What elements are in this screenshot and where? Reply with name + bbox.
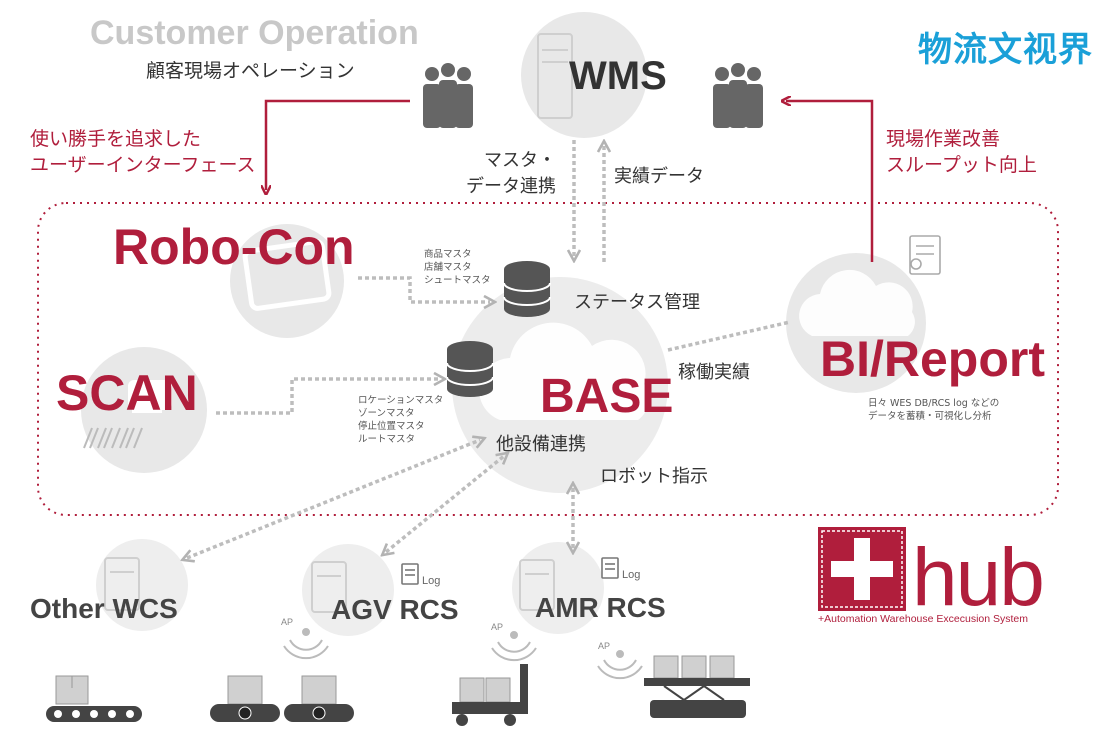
store-master: 店舗マスタ [424, 262, 472, 273]
agv-robot-icon [284, 675, 354, 722]
log-icon [401, 563, 419, 585]
throughput-arrow [786, 101, 874, 262]
customer-operation-subtitle: 顧客現場オペレーション [146, 60, 355, 82]
robot-instruction-label: ロボット指示 [600, 466, 708, 487]
scan-link [216, 379, 440, 415]
hub-logo-subtitle: +Automation Warehouse Excecusion System [818, 613, 1029, 625]
wifi-icon [491, 631, 537, 662]
hub-logo-word: hub [912, 532, 1045, 623]
base-boundary [37, 202, 1059, 516]
master-data-line2: データ連携 [466, 176, 556, 197]
throughput-label-line1: 現場作業改善 [886, 128, 1001, 150]
stop-position-master: 停止位置マスタ [358, 421, 425, 432]
equipment-link-label: 他設備連携 [496, 434, 586, 455]
customer-operation-title: Customer Operation [90, 14, 419, 52]
robocon-masters: 商品マスタ 店舗マスタ シュートマスタ [424, 248, 491, 287]
bi-report-label: BI/Report [820, 331, 1045, 387]
barcode-icon [83, 427, 143, 449]
agv-rcs-label: AGV RCS [331, 594, 459, 625]
agv-robot-icon [210, 675, 280, 722]
bi-link [667, 320, 791, 352]
product-master: 商品マスタ [424, 249, 472, 260]
cloud-icon [799, 269, 915, 336]
ui-arrow [266, 99, 410, 190]
server-icon [519, 559, 555, 611]
scanner-icon [128, 380, 172, 413]
conveyor-icon [46, 675, 142, 722]
ui-label: 使い勝手を追求した ユーザーインターフェース [30, 126, 256, 178]
throughput-label: 現場作業改善 スループット向上 [886, 126, 1037, 178]
brand-logo: 物流文视界 [918, 30, 1093, 70]
log-icon [601, 557, 619, 579]
ui-label-line1: 使い勝手を追求した [30, 128, 202, 150]
scan-masters: ロケーションマスタ ゾーンマスタ 停止位置マスタ ルートマスタ [358, 394, 443, 446]
database-icon [503, 261, 551, 317]
wifi-icon [283, 628, 329, 660]
cloud-icon [479, 322, 649, 420]
wms-label: WMS [569, 54, 667, 98]
bi-report-desc: 日々 WES DB/RCS log などの データを蓄積・可視化し分析 [868, 397, 999, 423]
amr-ap-label-2: AP [598, 641, 611, 651]
master-data-label: マスタ・ データ連携 [466, 148, 556, 200]
amr-cart-icon [452, 664, 528, 726]
base-label: BASE [540, 370, 674, 423]
results-data-label: 実績データ [614, 166, 704, 187]
master-data-line1: マスタ・ [484, 150, 556, 171]
amr-ap-label-1: AP [491, 622, 504, 632]
people-icon [423, 63, 473, 128]
amr-shelf-icon [644, 655, 750, 718]
bi-desc-line2: データを蓄積・可視化し分析 [868, 411, 992, 422]
agv-link [386, 456, 504, 552]
status-mgmt-label: ステータス管理 [574, 292, 700, 313]
amr-log-label: Log [622, 569, 641, 581]
ui-label-line2: ユーザーインターフェース [30, 154, 256, 176]
agv-log-label: Log [422, 575, 441, 587]
zone-master: ゾーンマスタ [358, 408, 415, 419]
location-master: ロケーションマスタ [358, 395, 444, 406]
amr-rcs-label: AMR RCS [535, 592, 666, 623]
wms-circle [521, 12, 647, 138]
hub-logo-mark [818, 527, 906, 611]
route-master: ルートマスタ [358, 434, 416, 445]
tablet-icon [242, 239, 332, 311]
server-icon [104, 557, 140, 611]
other-wcs-link [187, 440, 480, 558]
agv-ap-label: AP [281, 617, 294, 627]
robocon-link [358, 276, 490, 302]
throughput-label-line2: スループット向上 [886, 154, 1037, 176]
robocon-label: Robo-Con [113, 219, 355, 275]
other-wcs-label: Other WCS [30, 593, 178, 624]
report-icon [909, 235, 941, 275]
people-icon [713, 63, 763, 128]
wifi-icon [597, 650, 643, 680]
chute-master: シュートマスタ [424, 275, 491, 286]
database-icon [446, 341, 494, 397]
operation-results-label: 稼働実績 [678, 362, 750, 383]
server-icon [537, 33, 573, 119]
bi-desc-line1: 日々 WES DB/RCS log などの [868, 398, 1000, 409]
other-wcs-circle [96, 539, 188, 631]
scan-label: SCAN [56, 365, 198, 421]
